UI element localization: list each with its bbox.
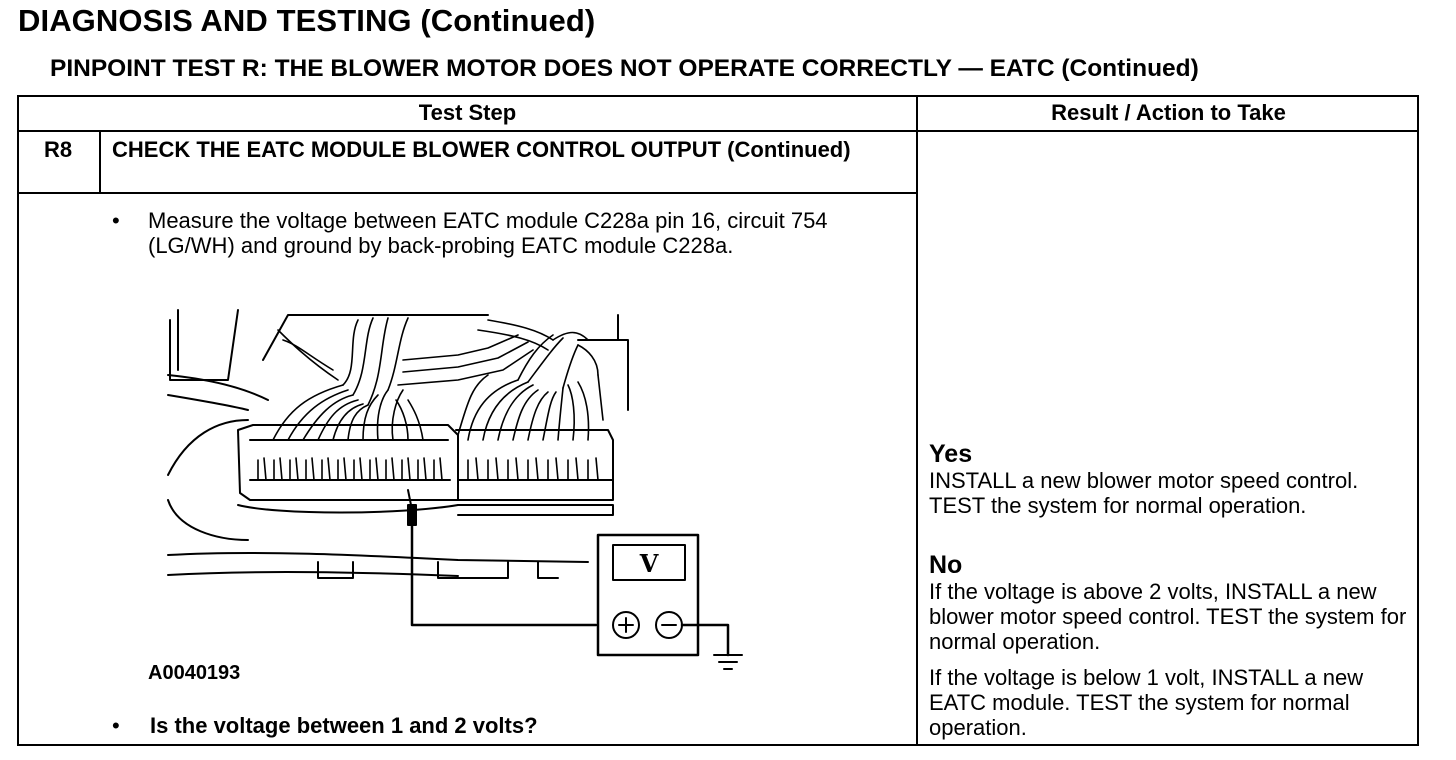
step-title: CHECK THE EATC MODULE BLOWER CONTROL OUT… [112,137,851,162]
test-probe [407,489,598,627]
header-divider [17,130,1419,132]
header-result-action: Result / Action to Take [1051,100,1286,125]
step-question: Is the voltage between 1 and 2 volts? [150,713,538,738]
step-title-divider [17,192,918,194]
voltmeter-label: V [639,549,659,578]
bullet-instruction: • [112,208,120,233]
table-border [17,95,1419,746]
header-test-step: Test Step [418,100,517,125]
page-subtitle: PINPOINT TEST R: THE BLOWER MOTOR DOES N… [50,55,1199,82]
step-instruction: Measure the voltage between EATC module … [148,208,828,258]
result-yes-action: INSTALL a new blower motor speed control… [929,468,1359,518]
result-no-action-below: If the voltage is below 1 volt, INSTALL … [929,665,1364,740]
voltmeter: V [596,533,700,657]
second-connector [455,429,614,516]
connector-probe-illustration: V [167,309,743,670]
bullet-question: • [112,713,120,738]
result-yes-label: Yes [929,440,973,468]
page-title: DIAGNOSIS AND TESTING (Continued) [18,3,596,38]
result-no-label: No [929,551,963,579]
figure-id: A0040193 [148,662,241,684]
step-id: R8 [43,137,73,162]
ground-symbol [680,623,743,670]
eatc-connector-c228a [237,424,459,514]
vehicle-housing-outline [167,309,629,579]
step-id-divider [99,130,101,193]
result-no-action-above: If the voltage is above 2 volts, INSTALL… [929,579,1407,654]
wire-harness [272,317,604,441]
column-divider [916,95,918,746]
